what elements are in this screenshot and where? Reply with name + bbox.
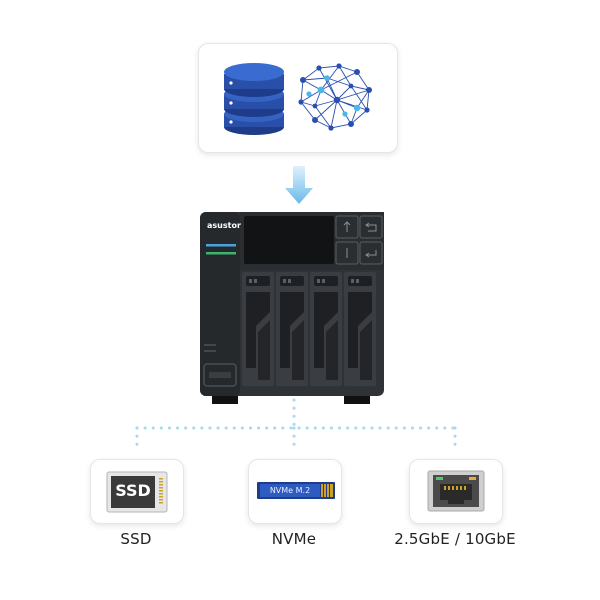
ssd-card: SSD [90,459,184,524]
ssd-label: SSD [120,530,152,548]
lcd-panel [244,216,334,264]
nas-device [200,212,384,404]
nas-brand-logo: asustor [207,221,241,230]
ssd-icon-text: SSD [115,481,151,500]
status-led-green [206,252,236,255]
down-arrow-icon [285,166,313,204]
dotted-connector [135,398,457,450]
ethernet-port-icon [427,470,485,512]
nas-control-buttons [335,215,383,265]
drive-bays [242,272,376,386]
neural-network-icon [298,63,372,131]
ethernet-label: 2.5GbE / 10GbE [394,530,516,548]
nvme-label: NVMe [271,530,317,548]
usb-port [203,363,237,387]
ethernet-card [409,459,503,524]
nvme-icon [257,482,335,499]
nvme-card: NVMe M.2 [248,459,342,524]
database-icon [224,63,284,135]
nvme-icon-text: NVMe M.2 [269,486,311,495]
status-led-blue [206,244,236,247]
ssd-icon [106,471,168,513]
ai-data-card [198,43,398,153]
